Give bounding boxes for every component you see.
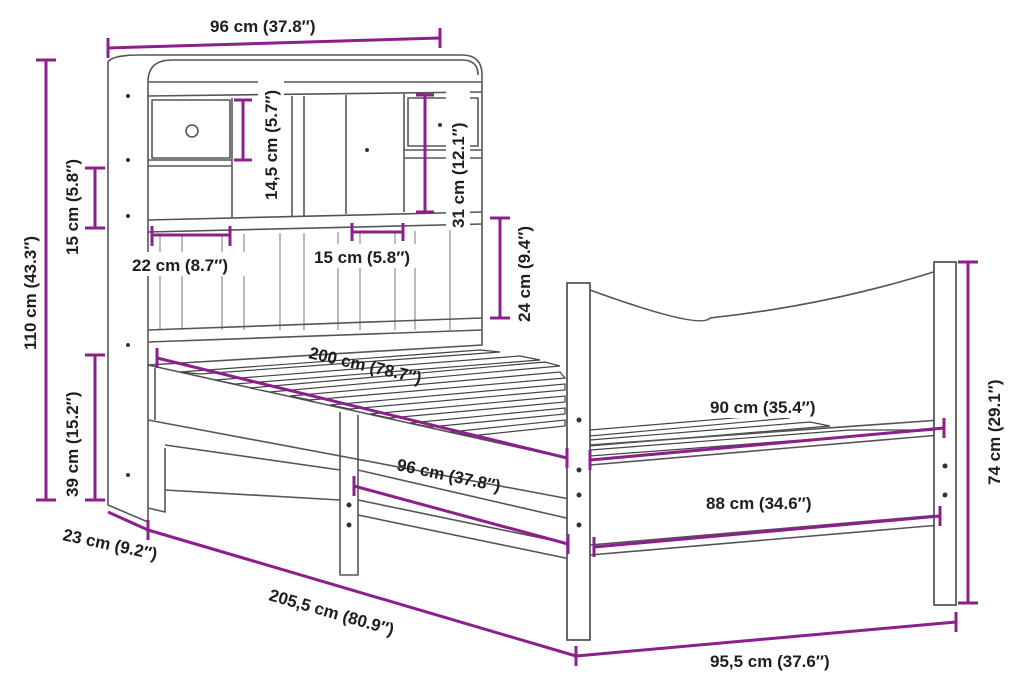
label-headboard-panel-height: 24 cm (9.4″) [515,226,534,322]
label-foot-rail-width: 88 cm (34.6″) [706,494,811,513]
label-top-shelf-height: 14,5 cm (5.7″) [262,90,281,200]
dimension-lines [36,28,978,666]
bed-frame [147,269,941,576]
label-side-shelf-height: 15 cm (5.8″) [63,159,82,255]
label-middle-shelf-width: 15 cm (5.8″) [314,248,410,267]
label-side-rail-length: 96 cm (37.8″) [395,455,502,496]
drawer-knob-icon [185,124,199,138]
label-headboard-width: 96 cm (37.8″) [210,17,315,36]
label-total-length: 205,5 cm (80.9″) [267,586,396,640]
label-total-width: 95,5 cm (37.6″) [710,652,830,671]
label-total-height: 110 cm (43.3″) [21,236,40,350]
label-mattress-width: 90 cm (35.4″) [710,398,815,417]
label-under-bed-height: 39 cm (15.2″) [63,392,82,497]
label-footboard-height: 74 cm (29.1″) [985,380,1004,485]
label-right-shelf-height: 31 cm (12.1″) [449,123,468,228]
label-headboard-depth: 23 cm (9.2″) [61,525,159,564]
label-left-shelf-width: 22 cm (8.7″) [132,256,228,275]
dimension-labels: 96 cm (37.8″) 110 cm (43.3″) 15 cm (5.8″… [21,17,1004,671]
